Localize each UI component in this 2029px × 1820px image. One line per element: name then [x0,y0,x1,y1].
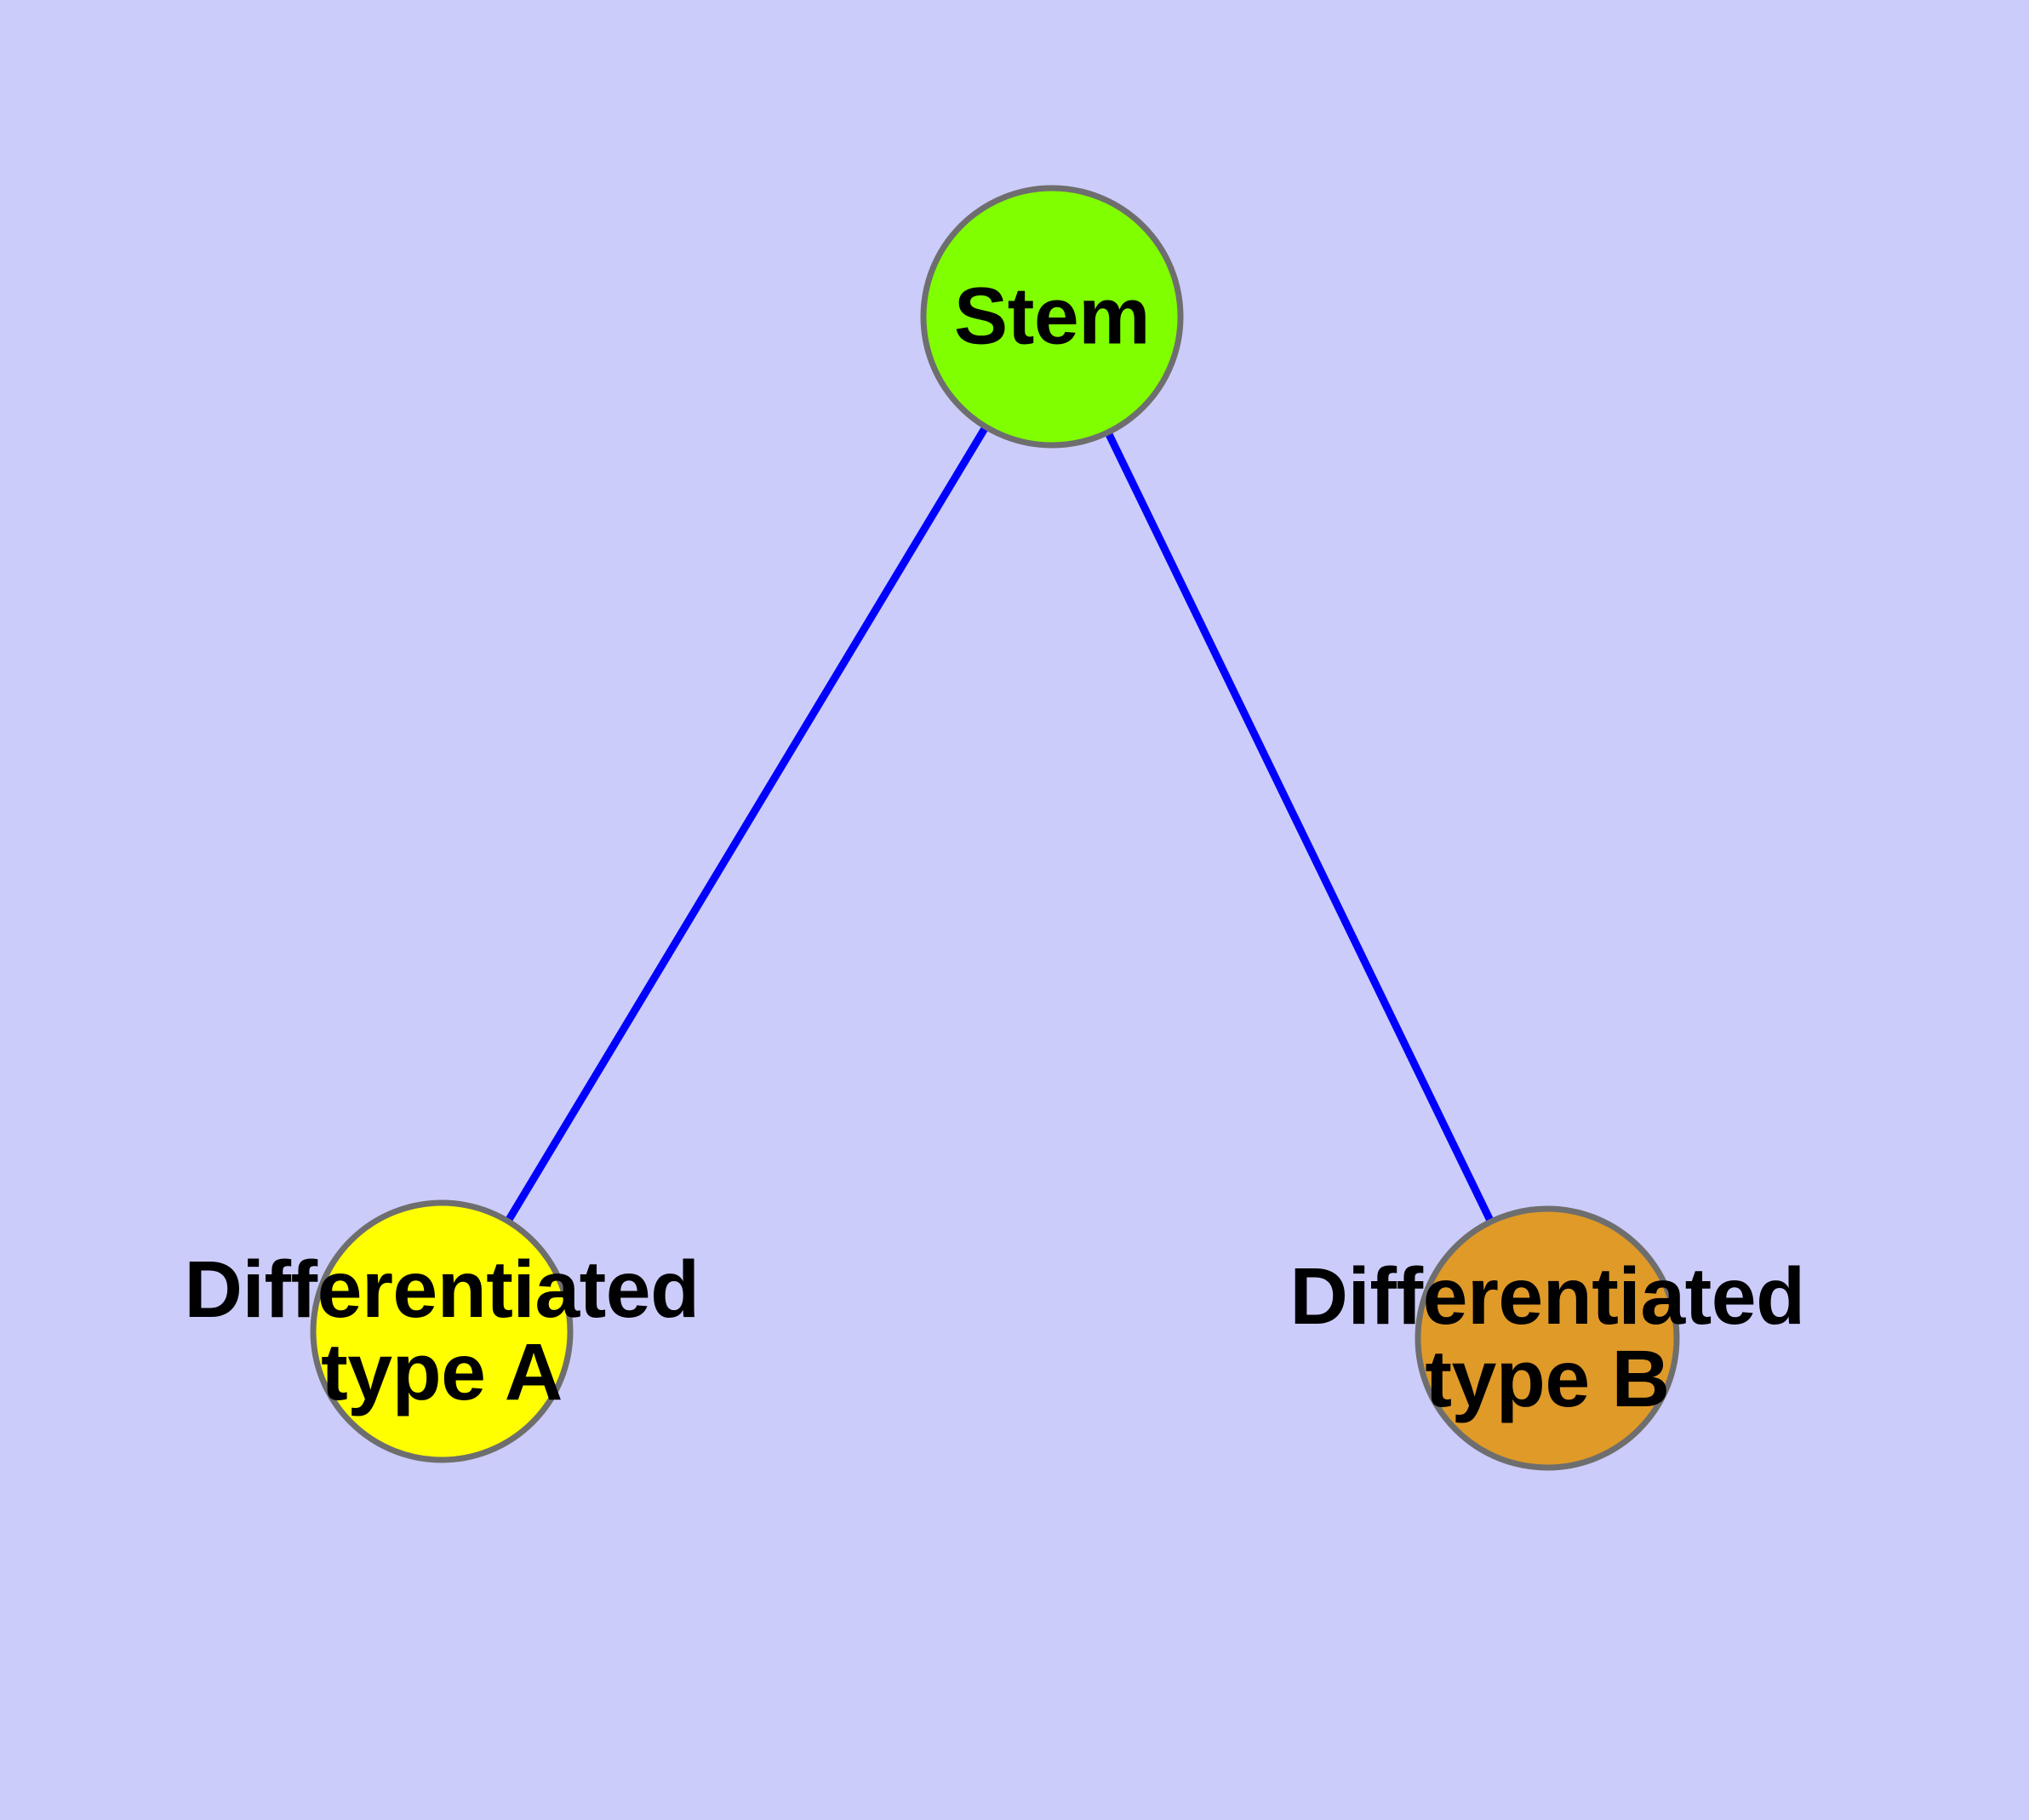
edge-layer [438,314,1552,1340]
node-diff_a[interactable] [310,1199,574,1463]
edge-stem-diff-b[interactable] [1048,315,1552,1340]
edge-stem-diff-a[interactable] [438,314,1055,1334]
node-stem[interactable] [920,185,1184,449]
node-layer [310,185,1680,1471]
node-diff_b[interactable] [1415,1205,1680,1471]
